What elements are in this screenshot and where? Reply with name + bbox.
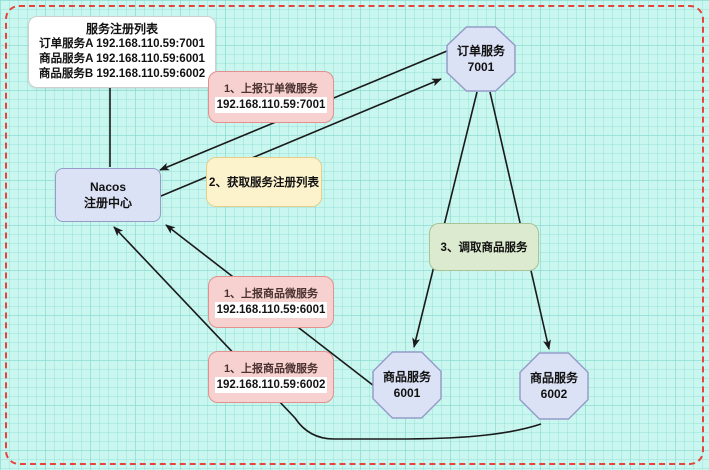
product-service-6001-node: 商品服务 6001: [372, 351, 442, 419]
order-service-name: 订单服务: [456, 44, 505, 58]
product-service-6001-name: 商品服务: [382, 370, 431, 384]
registry-entry-product-a: 商品服务A 192.168.110.59:6001: [39, 53, 205, 65]
label-step3-text: 3、调取商品服务: [440, 242, 528, 254]
octagon-shape: [519, 352, 589, 420]
product-service-6002-port: 6002: [540, 387, 568, 401]
registry-list-box: 服务注册列表 订单服务A 192.168.110.59:7001 商品服务A 1…: [28, 16, 216, 88]
arrow-order-calls-product-6002: [489, 91, 551, 350]
nacos-node-name: Nacos: [89, 180, 127, 194]
label-step1-order-text: 1、上报订单微服务: [223, 83, 319, 95]
arrow-order-calls-product-6001: [412, 91, 478, 348]
label-step1-report-product-6001: 1、上报商品微服务 192.168.110.59:6001: [208, 276, 334, 328]
octagon-shape: [446, 26, 516, 92]
registry-list-title: 服务注册列表: [85, 22, 158, 36]
label-step3-invoke-product: 3、调取商品服务: [429, 223, 539, 271]
label-step1-product-b-text: 1、上报商品微服务: [223, 363, 319, 375]
label-step2-fetch-registry: 2、获取服务注册列表: [206, 157, 322, 207]
registry-entry-product-b: 商品服务B 192.168.110.59:6002: [38, 68, 206, 80]
label-step1-product-a-address: 192.168.110.59:6001: [214, 302, 328, 318]
label-step1-report-order: 1、上报订单微服务 192.168.110.59:7001: [208, 71, 334, 123]
nacos-node: Nacos 注册中心: [55, 168, 161, 222]
order-service-node: 订单服务 7001: [446, 26, 516, 92]
label-step1-order-address: 192.168.110.59:7001: [214, 97, 328, 113]
nacos-node-subtitle: 注册中心: [83, 196, 132, 210]
order-service-port: 7001: [467, 60, 495, 74]
registry-entry-order-a: 订单服务A 192.168.110.59:7001: [39, 38, 205, 50]
product-service-6001-port: 6001: [393, 386, 421, 400]
arrow-product6002-reports-to-nacos: [113, 226, 542, 440]
label-step2-text: 2、获取服务注册列表: [209, 177, 319, 189]
product-service-6002-name: 商品服务: [529, 371, 578, 385]
label-step1-product-a-text: 1、上报商品微服务: [223, 288, 319, 300]
product-service-6002-node: 商品服务 6002: [519, 352, 589, 420]
octagon-shape: [372, 351, 442, 419]
label-step1-report-product-6002: 1、上报商品微服务 192.168.110.59:6002: [208, 351, 334, 403]
label-step1-product-b-address: 192.168.110.59:6002: [214, 377, 328, 393]
